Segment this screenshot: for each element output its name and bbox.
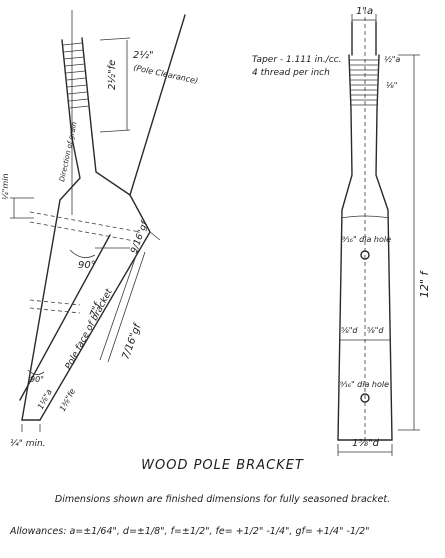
thread-length-label: 2½" [133, 49, 154, 61]
threaded-pin [61, 37, 93, 139]
hole-upper-dashed [29, 211, 141, 243]
pin-top [351, 21, 377, 56]
angle-90-bottom-label: 90° [30, 375, 44, 384]
pin-neck-right [91, 134, 131, 196]
taper-note: Taper - 1.111 in./cc. [252, 55, 341, 65]
gf2-label: 7/16"gf [120, 321, 143, 361]
pole-face-line [19, 234, 111, 401]
total-length-label: 12" f [418, 269, 431, 298]
min-offset-label: ¼"min [1, 173, 10, 200]
angle-90-label: 90° [78, 260, 96, 271]
hole-lower-dashed [29, 299, 81, 314]
total-length-dim [398, 54, 420, 431]
bottom-width-label: 1⅝"d [352, 438, 380, 449]
d1-label: ⅝"d [341, 326, 358, 335]
top-width-label: 1"a [356, 6, 373, 17]
thread-dim-line [99, 37, 131, 133]
right-view: 1"a 12" f 1⅝"d ½"a ⅛" Taper - 1.111 in./… [252, 6, 431, 456]
thread-lines [349, 59, 379, 106]
thread-outline [348, 54, 380, 111]
direction-of-grain-label: Direction of grain [58, 121, 79, 182]
allowances-text: Allowances: a=±1/64", d=±1/8", f=±1/2", … [10, 526, 370, 537]
diam-fe-label: 2½"fe [106, 60, 118, 90]
thread-note: 4 thread per inch [252, 68, 330, 78]
hole-upper-label: ⁹⁄₁₆" dia hole [342, 235, 391, 244]
a-right-label: ½"a [384, 55, 400, 64]
pole-clearance-label: (Pole Clearance) [133, 63, 199, 85]
min-offset-dim [10, 197, 34, 219]
thread-note-label: ⅛" [386, 81, 397, 90]
drawing-title: WOOD POLE BRACKET [141, 458, 304, 473]
bracket-outline [337, 109, 393, 441]
left-view: 2½" (Pole Clearance) 2½"fe ¼"min Directi… [1, 10, 199, 449]
angle-leader [95, 231, 161, 249]
a-label: 1⅛"a [36, 388, 54, 411]
pole-face-label: Pole face of bracket [64, 287, 115, 371]
min-bottom-label: ¼" min. [10, 439, 46, 449]
f-label: 7"f [88, 300, 104, 319]
d2-label: ⅝"d [367, 326, 384, 335]
hole-lower-label: ⁹⁄₁₆" dia hole [340, 380, 389, 389]
f-dim-line [99, 249, 146, 363]
angle-arc-bottom [27, 369, 45, 375]
clearance-line [129, 14, 186, 196]
drawing-subtitle: Dimensions shown are finished dimensions… [54, 494, 391, 505]
bottom-width-dim [337, 444, 393, 456]
fe-bottom-label: 1⅜"fe [58, 387, 77, 413]
angle-arc [69, 249, 96, 258]
bottom-min-dim [21, 424, 41, 432]
pin-neck-left [59, 137, 81, 201]
